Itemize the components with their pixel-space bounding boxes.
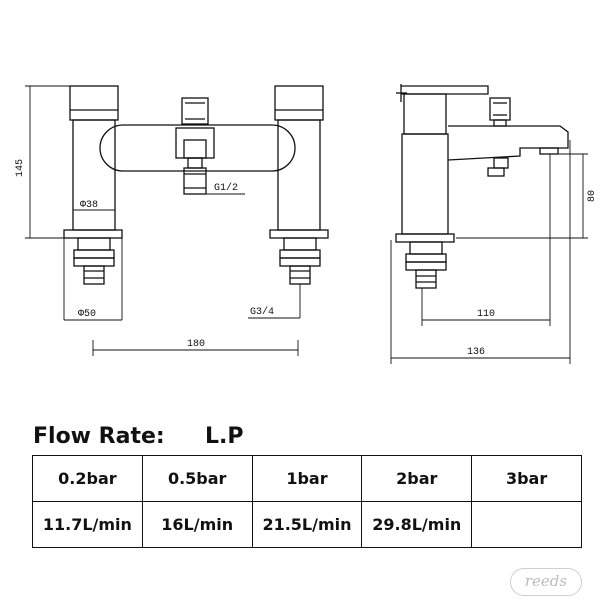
dimension-dia-38: Φ38 [80, 200, 98, 211]
dimension-136: 136 [467, 347, 485, 358]
flow-cell: 29.8L/min [361, 501, 473, 548]
dimension-thread-g34: G3/4 [250, 306, 274, 318]
dimension-80: 80 [587, 190, 598, 202]
dimension-lines [25, 85, 588, 364]
dimension-145: 145 [15, 159, 26, 177]
dimension-dia-50: Φ50 [78, 309, 96, 320]
pressure-type: L.P [205, 424, 244, 449]
dimension-180: 180 [187, 339, 205, 350]
pressure-cell: 0.5bar [141, 455, 253, 502]
front-view [63, 85, 329, 285]
pressure-cell: 3bar [471, 455, 582, 502]
flow-cell: 16L/min [141, 501, 253, 548]
flow-cell [471, 501, 582, 548]
pressure-cell: 0.2bar [32, 455, 143, 502]
flow-row: 11.7L/min 16L/min 21.5L/min 29.8L/min [32, 501, 582, 548]
reeds-watermark-logo: reeds [510, 568, 582, 596]
pressure-row: 0.2bar 0.5bar 1bar 2bar 3bar [32, 455, 582, 502]
flow-cell: 21.5L/min [251, 501, 363, 548]
flow-rate-table: 0.2bar 0.5bar 1bar 2bar 3bar 11.7L/min 1… [32, 455, 582, 548]
dimension-110: 110 [477, 309, 495, 320]
flow-rate-title: Flow Rate: [33, 424, 165, 449]
flow-cell: 11.7L/min [32, 501, 143, 548]
dimension-thread-g12: G1/2 [214, 182, 238, 194]
side-view [395, 84, 569, 289]
pressure-cell: 2bar [361, 455, 473, 502]
pressure-cell: 1bar [251, 455, 363, 502]
flow-rate-heading: Flow Rate: L.P [33, 424, 244, 449]
